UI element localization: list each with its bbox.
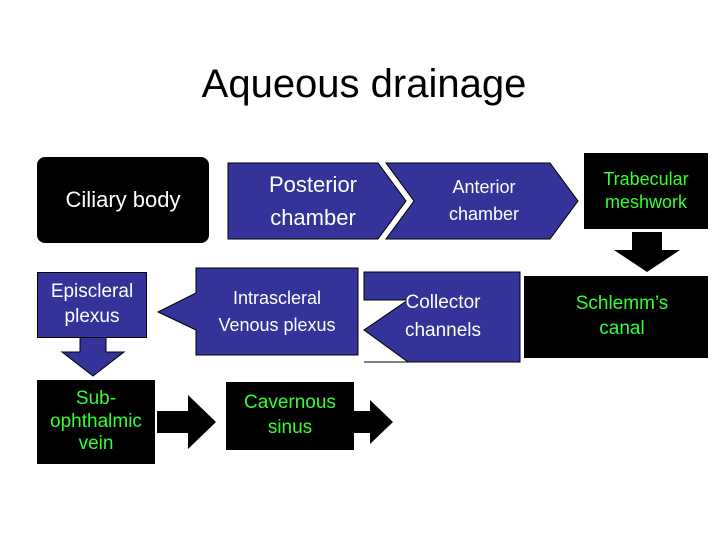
collector-channels-shape [363, 271, 521, 363]
posterior-chamber-shape [227, 162, 407, 240]
episcleral-plexus-box: Episcleral plexus [37, 272, 147, 338]
cavernous-label-1: Cavernous [244, 392, 336, 414]
schlemm-label-2: canal [599, 318, 645, 339]
trabecular-label-2: meshwork [604, 192, 688, 212]
arrow-cavernous-out [354, 400, 393, 444]
subophthalmic-label-3: vein [78, 433, 114, 455]
trabecular-meshwork-box: Trabecular meshwork [584, 153, 708, 229]
anterior-chamber-label-2: chamber [448, 204, 520, 224]
anterior-chamber-label-1: Anterior [452, 177, 516, 197]
episcleral-label-2: plexus [64, 306, 120, 327]
posterior-chamber-box: Posterior chamber [228, 163, 398, 239]
sub-ophthalmic-vein-box: Sub- ophthalmic vein [37, 380, 155, 464]
anterior-chamber-box: Anterior chamber [410, 163, 558, 239]
collector-label-1: Collector [405, 291, 481, 313]
subophthalmic-label-1: Sub- [75, 387, 117, 409]
arrow-subophthalmic-to-cavernous [157, 395, 216, 449]
schlemm-label-1: Schlemm’s [575, 293, 669, 315]
intrascleral-shape [156, 267, 359, 356]
cavernous-label-2: sinus [267, 417, 313, 438]
schlemms-canal-box: Schlemm’s canal [524, 276, 708, 358]
subophthalmic-label-2: ophthalmic [50, 410, 142, 432]
collector-channels-box: Collector channels [380, 272, 506, 362]
arrow-trabecular-to-schlemm [614, 232, 680, 272]
ciliary-body-label: Ciliary body [65, 186, 181, 212]
page-title: Aqueous drainage [201, 62, 527, 106]
intrascleral-label-1: Intrascleral [232, 287, 322, 308]
posterior-chamber-label-1: Posterior [268, 172, 358, 197]
intrascleral-label-2: Venous plexus [218, 314, 336, 335]
ciliary-body-box: Ciliary body [37, 157, 209, 243]
arrow-episcleral-to-subophthalmic [60, 336, 126, 377]
posterior-chamber-label-2: chamber [270, 205, 356, 230]
intrascleral-plexus-box: Intrascleral Venous plexus [196, 268, 358, 355]
episcleral-label-1: Episcleral [50, 281, 134, 303]
trabecular-label-1: Trabecular [603, 168, 689, 189]
cavernous-sinus-box: Cavernous sinus [226, 382, 354, 450]
collector-label-2: channels [404, 320, 482, 341]
anterior-chamber-shape [385, 162, 579, 240]
